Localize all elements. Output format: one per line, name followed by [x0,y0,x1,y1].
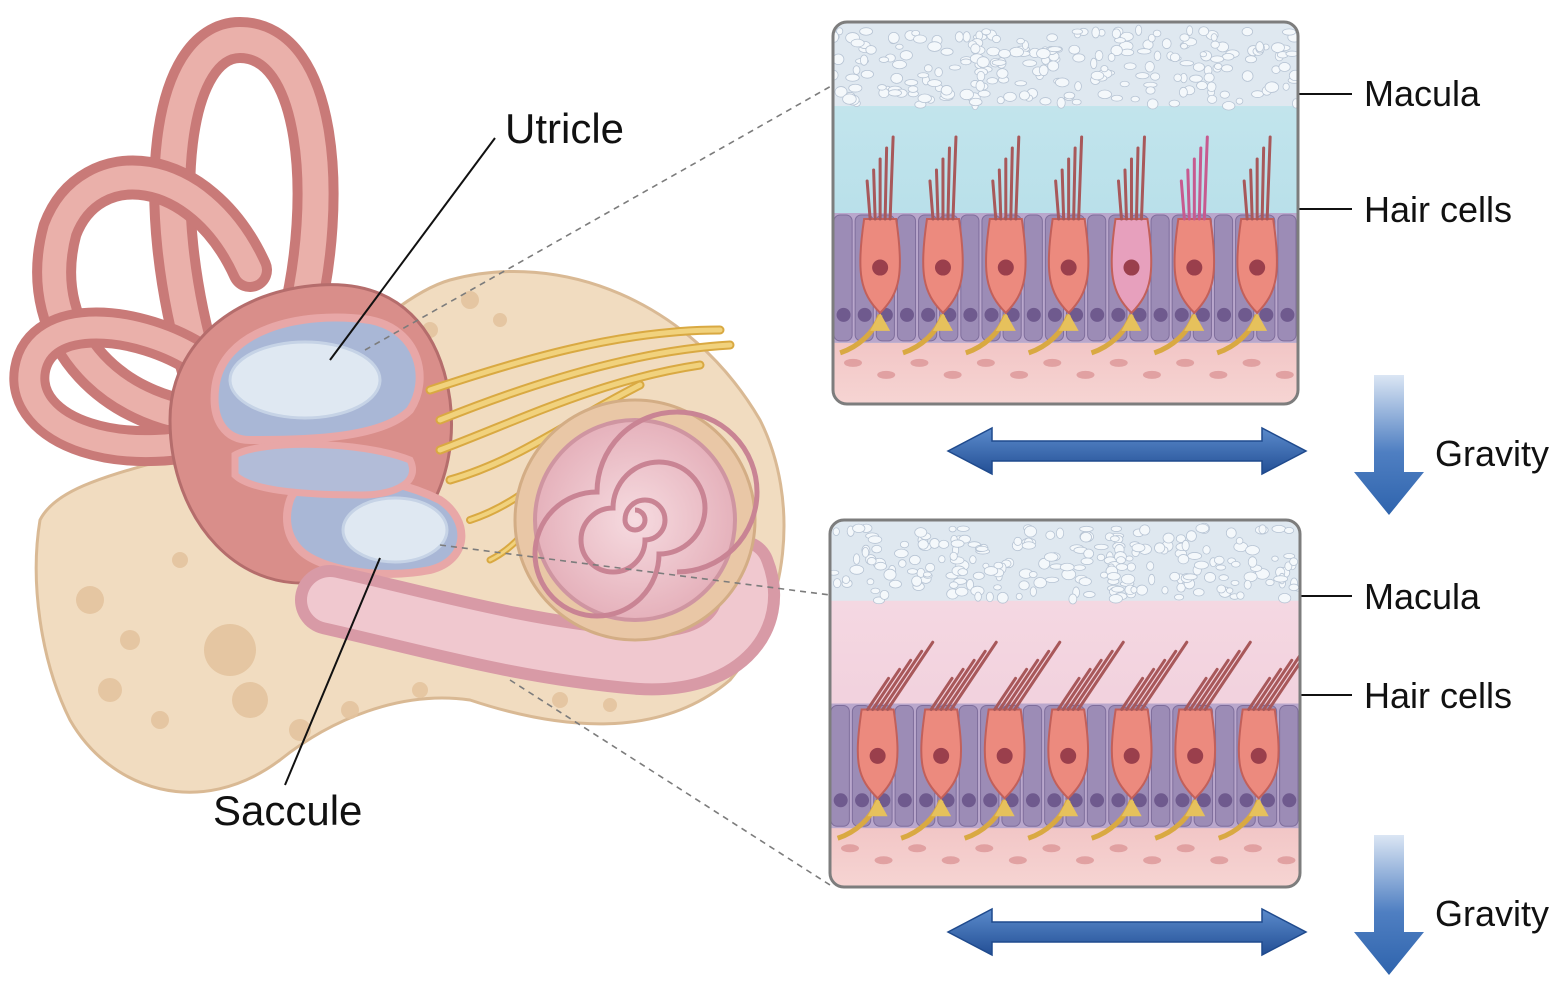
supporting-cell [1280,706,1298,827]
supporting-cell [961,215,979,341]
supporting-cell [895,706,913,827]
inner-ear-illustration [29,40,784,792]
supporting-cell [897,215,915,341]
saccule-macula [343,498,447,562]
utricle-macula [230,342,380,418]
basement-tissue [830,828,1300,901]
gravity-label-top: Gravity [1435,436,1549,472]
supporting-cell [1216,706,1234,827]
supporting-cell [1151,215,1169,341]
gravity-label-bottom: Gravity [1435,896,1549,932]
supporting-cell [1023,706,1041,827]
supporting-cell [1214,215,1232,341]
supporting-cell [1087,706,1105,827]
cochlea [515,400,757,640]
double-arrow-icon [948,428,1306,474]
gravity-arrow-icon [1354,835,1424,975]
supporting-cell [1024,215,1042,341]
hair-cells-label-bottom: Hair cells [1364,678,1512,714]
macula-label-bottom: Macula [1364,579,1480,615]
macula-panel-tilted [829,520,1314,902]
gravity-arrow-icon [1354,375,1424,515]
supporting-cell [1151,706,1169,827]
hair-cells-label-top: Hair cells [1364,192,1512,228]
supporting-cell [1278,215,1296,341]
otoconia-layer [829,520,1306,604]
supporting-cell [831,706,849,827]
supporting-cell [834,215,852,341]
supporting-cell [1088,215,1106,341]
membranous-cavity [235,444,413,495]
supporting-cell [959,706,977,827]
double-arrow-icon [948,909,1306,955]
macula-panel-upright [828,22,1301,419]
otoconia-layer [828,22,1301,110]
utricle-label: Utricle [505,108,624,150]
macula-label-top: Macula [1364,76,1480,112]
basement-tissue [833,343,1298,419]
saccule-label: Saccule [213,790,362,832]
